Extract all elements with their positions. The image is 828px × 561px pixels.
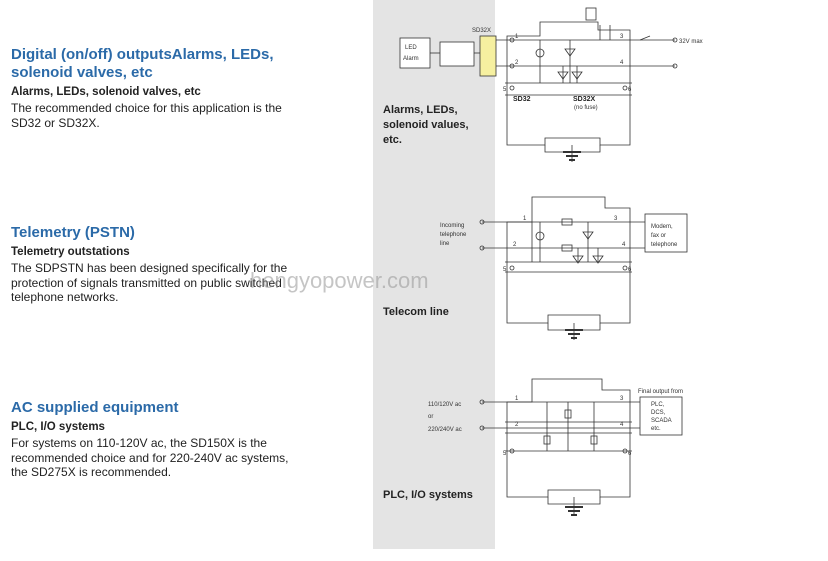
terminal-6: 6 bbox=[628, 267, 632, 273]
terminal-3: 3 bbox=[614, 216, 618, 222]
section-subtitle: PLC, I/O systems bbox=[11, 421, 105, 433]
terminal-4: 4 bbox=[622, 242, 626, 248]
section-subtitle: Alarms, LEDs, solenoid valves, etc bbox=[11, 86, 201, 98]
terminal-3: 3 bbox=[620, 396, 624, 402]
v220-label: 220/240V ac bbox=[428, 427, 462, 433]
plc-label-3: SCADA bbox=[651, 418, 672, 424]
terminal-2: 2 bbox=[513, 242, 517, 248]
section-title: Digital (on/off) outputsAlarms, LEDs, so… bbox=[11, 46, 274, 81]
diagram-plc-module bbox=[479, 378, 683, 516]
plc-label-1: PLC, bbox=[651, 402, 665, 408]
diagram-label-plc: PLC, I/O systems bbox=[383, 489, 473, 501]
v110-label: 110/120V ac bbox=[428, 402, 461, 408]
final-output-label: Final output from bbox=[638, 389, 683, 395]
sd32x-device-label: SD32X bbox=[472, 28, 491, 34]
terminal-6: 6 bbox=[628, 87, 632, 93]
diagram-label-alarms: Alarms, LEDs, solenoid values, etc. bbox=[383, 104, 469, 146]
terminal-5: 5 bbox=[503, 267, 507, 273]
voltage-label: 32V max bbox=[679, 39, 703, 45]
diagram-label-telecom: Telecom line bbox=[383, 306, 449, 318]
modem-label-1: Modem, bbox=[651, 224, 673, 230]
diagram-alarms-module bbox=[399, 7, 678, 162]
watermark-text: hengyopower.com bbox=[250, 268, 429, 293]
terminal-5: 5 bbox=[503, 451, 507, 457]
sd32-label: SD32 bbox=[513, 96, 531, 103]
or-label: or bbox=[428, 414, 433, 420]
plc-label-2: DCS, bbox=[651, 410, 666, 416]
terminal-4: 4 bbox=[620, 422, 624, 428]
incoming-label-1: Incoming bbox=[440, 223, 464, 229]
section-digital-outputs: Digital (on/off) outputsAlarms, LEDs, so… bbox=[11, 46, 301, 130]
terminal-4: 4 bbox=[620, 60, 624, 66]
sd32x-label: SD32X bbox=[573, 96, 596, 103]
terminal-1: 1 bbox=[515, 396, 519, 402]
plc-label-4: etc. bbox=[651, 426, 661, 432]
terminal-1: 1 bbox=[523, 216, 527, 222]
incoming-label-3: line bbox=[440, 241, 450, 247]
section-title: Telemetry (PSTN) bbox=[11, 224, 135, 241]
terminal-2: 2 bbox=[515, 422, 519, 428]
led-alarm-label: LED bbox=[405, 45, 417, 51]
modem-label-2: fax or bbox=[651, 233, 666, 239]
terminal-1: 1 bbox=[515, 34, 519, 40]
section-telemetry: Telemetry (PSTN) Telemetry outstations T… bbox=[11, 224, 301, 305]
section-ac-equipment: AC supplied equipment PLC, I/O systems F… bbox=[11, 399, 301, 480]
section-body: The recommended choice for this applicat… bbox=[11, 101, 282, 130]
section-title: AC supplied equipment bbox=[11, 399, 179, 416]
section-subtitle: Telemetry outstations bbox=[11, 246, 130, 258]
modem-label-3: telephone bbox=[651, 242, 678, 248]
incoming-label-2: telephone bbox=[440, 232, 467, 238]
diagram-telecom-module bbox=[479, 196, 688, 340]
led-alarm-label-2: Alarm bbox=[403, 56, 419, 62]
gray-background-band bbox=[373, 0, 495, 549]
terminal-6: 6 bbox=[628, 451, 632, 457]
terminal-3: 3 bbox=[620, 34, 624, 40]
section-body: The SDPSTN has been designed specificall… bbox=[11, 261, 288, 304]
terminal-2: 2 bbox=[515, 60, 519, 66]
no-fuse-label: (no fuse) bbox=[574, 105, 598, 111]
terminal-5: 5 bbox=[503, 87, 507, 93]
section-body: For systems on 110-120V ac, the SD150X i… bbox=[11, 436, 289, 479]
